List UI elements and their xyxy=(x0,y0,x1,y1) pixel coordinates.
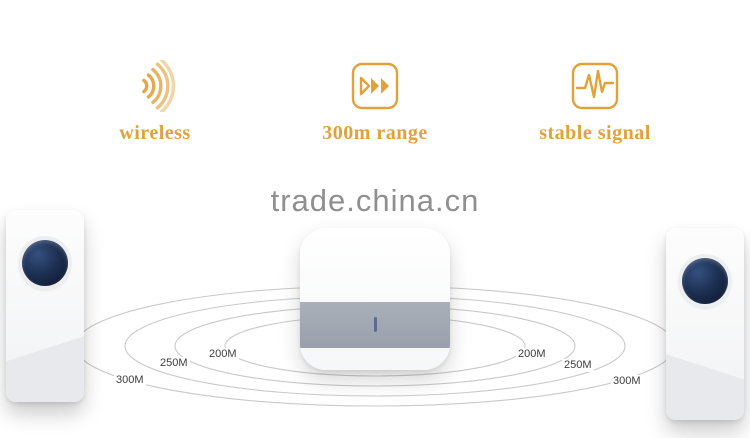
push-button-icon xyxy=(22,240,68,286)
push-button-icon xyxy=(682,258,728,304)
transmitter-base xyxy=(6,336,84,402)
receiver-speaker-band xyxy=(300,302,450,348)
feature-stable: stable signal xyxy=(520,58,670,145)
range-label-right-300: 300M xyxy=(611,375,643,388)
doorbell-button-right xyxy=(666,228,744,420)
triple-arrow-icon xyxy=(350,58,400,114)
range-label-right-200: 200M xyxy=(516,348,548,361)
range-label-left-300: 300M xyxy=(114,374,146,387)
range-label-right-250: 250M xyxy=(562,359,594,372)
range-label-left-200: 200M xyxy=(207,348,239,361)
watermark-text: trade.china.cn xyxy=(270,183,480,218)
feature-label: wireless xyxy=(119,122,191,144)
receiver-led-indicator xyxy=(373,317,377,332)
wireless-waves-icon xyxy=(126,58,184,114)
feature-range: 300m range xyxy=(300,58,450,145)
feature-wireless: wireless xyxy=(80,58,230,145)
heartbeat-icon xyxy=(570,58,620,114)
feature-row: wireless 300m range stable signal xyxy=(0,58,750,145)
feature-label: 300m range xyxy=(322,122,428,144)
range-label-left-250: 250M xyxy=(158,357,190,370)
transmitter-base xyxy=(666,354,744,420)
doorbell-receiver xyxy=(300,228,450,370)
feature-label: stable signal xyxy=(539,122,651,144)
doorbell-button-left xyxy=(6,210,84,402)
